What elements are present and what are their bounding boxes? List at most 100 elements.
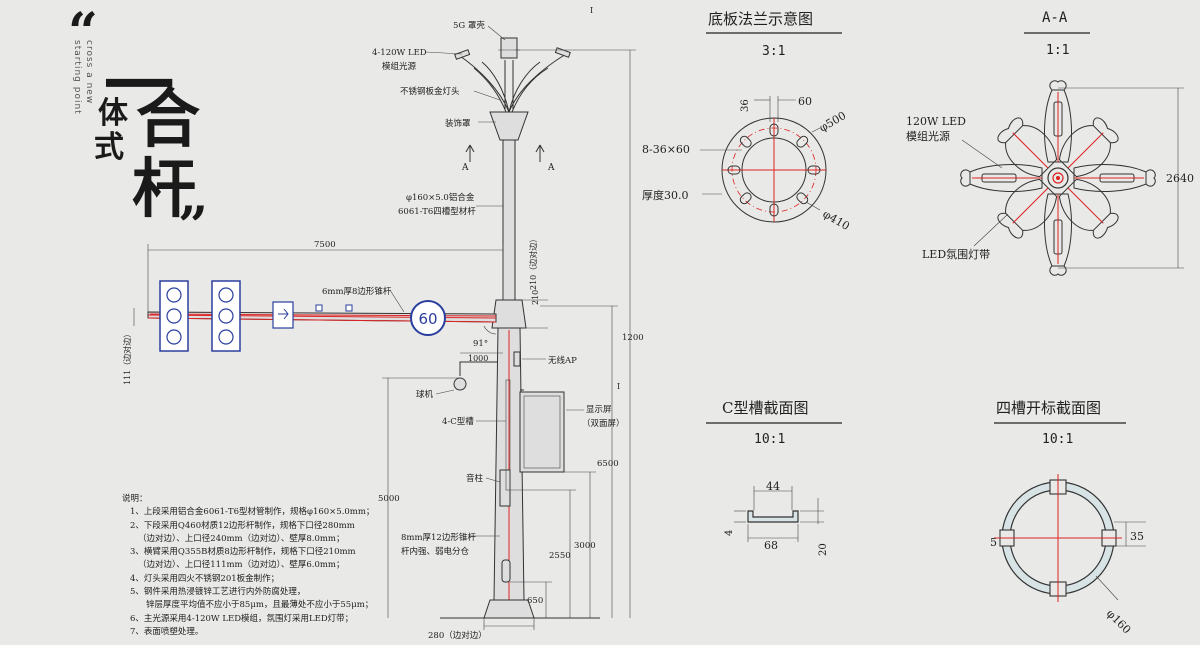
flange-holes [727, 123, 821, 217]
tick-mark-mid: I [617, 382, 620, 391]
label-angle: 91° [473, 339, 488, 349]
service-door [501, 559, 511, 583]
headline-char-he: 合 [136, 82, 200, 157]
four-groove-title: 四槽开标截面图 [996, 399, 1101, 417]
guide-sign [272, 301, 294, 329]
label-arm: 6mm厚8边形锥杆 [322, 286, 392, 297]
lamp-petals [960, 80, 1156, 276]
dim-20: 20 [818, 543, 829, 556]
section-aa-title: A-A [1042, 10, 1068, 26]
headline-block: “ 一 体 式 合 杆 ” cross a new starting point [60, 2, 220, 257]
section-aa-led-label: 120W LED [906, 115, 966, 128]
label-display-2: （双面屏） [582, 418, 625, 429]
four-groove-scale: 10:1 [1042, 432, 1073, 447]
headline-char-shi: 式 [94, 130, 124, 165]
dim-h650: 650 [527, 596, 543, 606]
dim-h3000: 3000 [574, 541, 596, 551]
c-section-scale: 10:1 [754, 432, 785, 447]
flange-thickness: 厚度30.0 [642, 188, 689, 202]
c-section-view: C型槽截面图 10:1 44 68 4 20 [706, 399, 842, 556]
note-line: （边对边）、上口径240mm（边对边）、壁厚8.0mm； [138, 533, 345, 544]
section-a-right: A [547, 163, 555, 173]
upper-pole [502, 139, 516, 301]
flange-holes-label: 8-36×60 [642, 143, 690, 156]
label-upper-pole-2: 6061-T6四槽型材杆 [398, 206, 476, 217]
dim-160: φ160 [1104, 607, 1133, 636]
label-5g-cover: 5G 罩壳 [453, 20, 485, 31]
label-lamp-head: 不锈钢板金灯头 [400, 86, 460, 97]
note-line: 2、下段采用Q460材质12边形杆制作，规格下口径280mm [130, 520, 355, 531]
pole-dimensions: 7500 111（边对边） 210（边对边） 210 1000 1200 650… [122, 49, 644, 641]
label-led-module: 4-120W LED [372, 48, 427, 58]
dim-4: 4 [724, 530, 735, 536]
lamp-head [454, 37, 571, 113]
dim-h6500: 6500 [597, 459, 619, 469]
base-plate-scale: 3:1 [762, 44, 785, 59]
note-line: 4、灯头采用四火不锈钢201板金制作； [130, 573, 280, 584]
arm-sensor-2 [345, 304, 353, 312]
label-dome-camera: 球机 [416, 389, 434, 400]
base-plate-view: 底板法兰示意图 3:1 36 60 8- [642, 10, 852, 233]
dim-arm-length: 7500 [314, 240, 336, 250]
traffic-light-2 [211, 280, 241, 352]
dim-arm-mount-2: 210 [531, 290, 540, 305]
label-display: 显示屏 [586, 405, 612, 415]
note-line: 5、钢件采用热浸镀锌工艺进行内外防腐处理， [130, 587, 306, 598]
wireless-ap [513, 351, 521, 367]
speaker [499, 469, 511, 507]
note-line: 7、表面喷塑处理。 [130, 626, 204, 637]
tick-mark-top: I [590, 6, 593, 15]
note-line: 3、横臂采用Q355B材质8边形杆制作，规格下口径210mm [130, 547, 356, 558]
design-notes: 说明： 1、上段采用铝合金6061-T6型材管制作，规格φ160×5.0mm； … [122, 493, 382, 639]
label-lower-pole-2: 杆内强、弱电分仓 [401, 546, 470, 557]
dim-2640: 2640 [1166, 172, 1194, 185]
dim-offset: 1000 [468, 354, 488, 363]
section-aa-scale: 1:1 [1046, 43, 1069, 58]
speed-sign-value: 60 [418, 310, 437, 328]
dim-d500: φ500 [817, 109, 848, 135]
dim-5: 5 [990, 536, 997, 549]
headline-char-yi: 一 [104, 44, 174, 127]
cross-arm: 60 [147, 280, 497, 352]
headline-char-gan: 杆 [132, 152, 196, 227]
dim-44: 44 [766, 480, 780, 493]
speed-sign [410, 300, 446, 336]
base-plate-title: 底板法兰示意图 [708, 10, 813, 28]
label-c-groove: 4-C型槽 [442, 416, 474, 427]
dim-total: 1200 [622, 333, 644, 343]
aluminium-profile [994, 474, 1122, 602]
headline-char-ti: 体 [98, 96, 128, 131]
dim-68: 68 [764, 539, 778, 552]
notes-title: 说明： [122, 494, 148, 504]
section-a-left: A [461, 163, 469, 173]
section-aa-view: A-A 1:1 [906, 10, 1194, 276]
dim-60: 60 [798, 95, 812, 108]
c-channel-profile [747, 510, 799, 523]
dim-h5000: 5000 [378, 494, 400, 504]
dome-camera [453, 377, 467, 391]
open-quote: “ [68, 2, 98, 63]
close-quote: ” [178, 196, 208, 257]
decor-cover [489, 111, 529, 141]
pole-labels: 5G 罩壳 4-120W LED 模组光源 不锈钢板金灯头 装饰罩 A A φ1… [322, 6, 625, 557]
label-wireless-ap: 无线AP [548, 355, 577, 366]
c-section-title: C型槽截面图 [722, 399, 808, 417]
section-aa-led-label-2: 模组光源 [906, 129, 950, 143]
label-speaker: 音柱 [466, 473, 484, 484]
dim-h2550: 2550 [549, 551, 571, 561]
note-line: 锌层厚度平均值不应小于85μm，且最薄处不应小于55μm； [146, 600, 374, 611]
display-screen [519, 391, 565, 473]
label-decor-cover: 装饰罩 [445, 118, 471, 129]
arm-collar [491, 299, 527, 329]
5g-cover [500, 37, 518, 59]
dim-d410: φ410 [821, 207, 852, 233]
traffic-light-1 [159, 280, 189, 352]
label-upper-pole: φ160×5.0铝合金 [406, 192, 475, 203]
label-led-module-2: 模组光源 [382, 61, 417, 72]
four-groove-view: 四槽开标截面图 10:1 5 35 φ160 [990, 399, 1146, 636]
arm-sensor-1 [315, 304, 323, 312]
dim-36: 36 [740, 99, 751, 112]
pole-elevation [440, 37, 600, 619]
